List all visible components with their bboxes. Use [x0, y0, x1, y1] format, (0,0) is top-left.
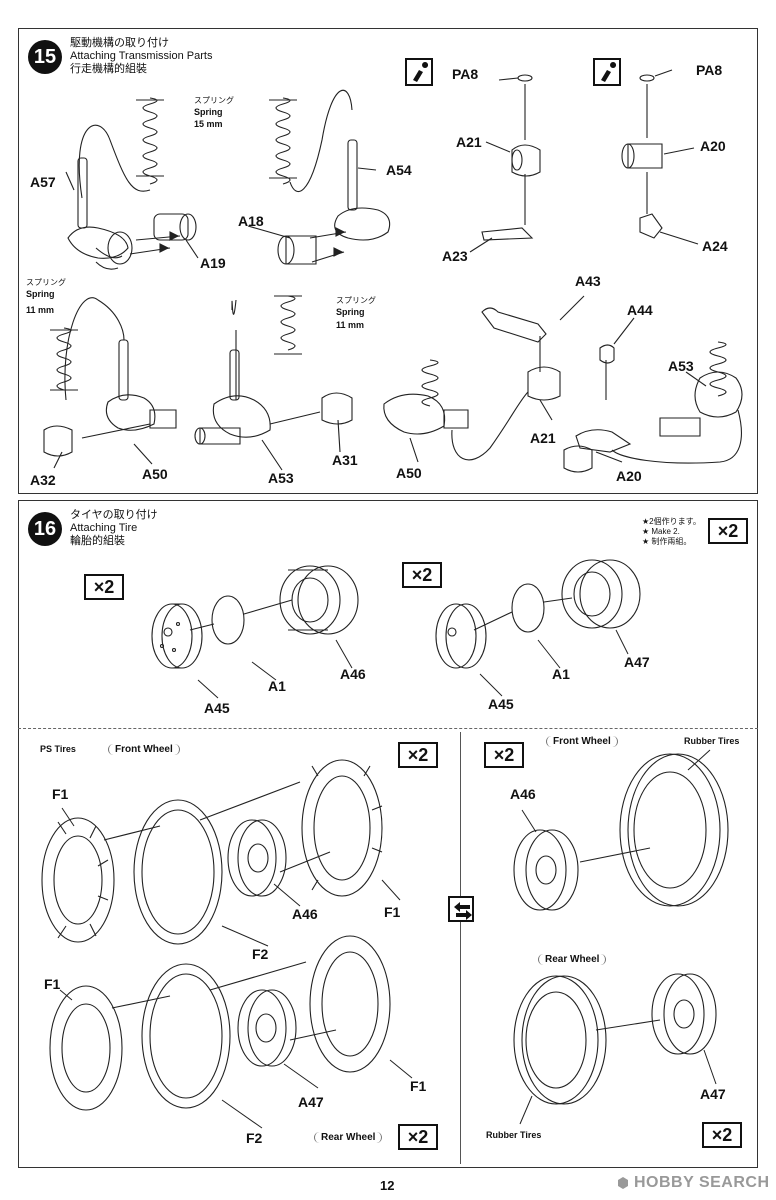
part-label: F1	[384, 904, 401, 920]
step-16-panel	[18, 500, 758, 1168]
step-16-divider-horizontal	[18, 728, 758, 729]
step-16-top-left-multiplier: ×2	[84, 574, 124, 600]
part-label: A20	[700, 138, 726, 154]
spring-note-left-jp: スプリング	[26, 278, 66, 287]
step-16-number: 16	[28, 512, 62, 546]
step-16-divider-vertical	[460, 732, 461, 1164]
part-label: A32	[30, 472, 56, 488]
step-16-multiplier: ×2	[708, 518, 748, 544]
watermark-text: HOBBY SEARCH	[634, 1174, 770, 1191]
spring-note-mid-size: 11 mm	[336, 320, 365, 330]
part-label: F2	[252, 946, 269, 962]
rubber-front-wheel-label: Front Wheel	[546, 736, 618, 747]
ps-rear-wheel-label: Rear Wheel	[314, 1132, 383, 1143]
spring-note-top-en: Spring	[194, 107, 223, 117]
step-15-panel	[18, 28, 758, 494]
spring-note-left-en: Spring	[26, 289, 55, 299]
part-label: PA8	[696, 62, 723, 78]
part-label: PA8	[452, 66, 479, 82]
step-16-top-right-multiplier: ×2	[402, 562, 442, 588]
step-16-note-en: ★ Make 2.	[642, 527, 680, 536]
spring-note-left-size: 11 mm	[26, 305, 55, 315]
ps-front-wheel-label: Front Wheel	[108, 744, 180, 755]
part-label: A43	[575, 273, 601, 289]
part-label: F2	[246, 1130, 263, 1146]
spring-note-mid-en: Spring	[336, 307, 365, 317]
rubber-rear-multiplier: ×2	[702, 1122, 742, 1148]
step-16-title-jp: タイヤの取り付け	[70, 509, 158, 521]
part-label: A46	[340, 666, 366, 682]
part-label: A46	[510, 786, 536, 802]
spring-note-top-size: 15 mm	[194, 119, 223, 129]
page-number: 12	[380, 1178, 395, 1193]
glue-icon	[405, 58, 433, 86]
part-label: A57	[30, 174, 56, 190]
ps-front-multiplier: ×2	[398, 742, 438, 768]
part-label: A21	[456, 134, 482, 150]
part-label: A31	[332, 452, 358, 468]
part-label: A53	[268, 470, 294, 486]
rubber-tires-label-bottom: Rubber Tires	[486, 1130, 542, 1140]
part-label: F1	[52, 786, 69, 802]
part-label: A23	[442, 248, 468, 264]
step-15-title-jp: 駆動機構の取り付け	[70, 37, 169, 49]
part-label: A18	[238, 213, 264, 229]
watermark-logo-icon	[616, 1176, 630, 1190]
ps-rear-multiplier: ×2	[398, 1124, 438, 1150]
step-15-number: 15	[28, 40, 62, 74]
part-label: A46	[292, 906, 318, 922]
part-label: A45	[488, 696, 514, 712]
part-label: A47	[700, 1086, 726, 1102]
part-label: A21	[530, 430, 556, 446]
part-label: A20	[616, 468, 642, 484]
spring-note-top-jp: スプリング	[194, 96, 234, 105]
swap-arrows-icon	[448, 896, 474, 922]
part-label: A47	[624, 654, 650, 670]
step-16-note-jp: ★2個作ります。	[642, 517, 701, 526]
part-label: F1	[410, 1078, 427, 1094]
part-label: A19	[200, 255, 226, 271]
part-label: A1	[268, 678, 286, 694]
part-label: A50	[142, 466, 168, 482]
step-16-note-cn: ★ 制作兩組。	[642, 537, 692, 546]
spring-note-mid-jp: スプリング	[336, 296, 376, 305]
rubber-tires-label-top: Rubber Tires	[684, 736, 740, 746]
part-label: A47	[298, 1094, 324, 1110]
step-15-title-en: Attaching Transmission Parts	[70, 50, 213, 62]
glue-icon	[593, 58, 621, 86]
part-label: A53	[668, 358, 694, 374]
part-label: A45	[204, 700, 230, 716]
ps-tires-heading: PS Tires	[40, 744, 76, 754]
part-label: A54	[386, 162, 412, 178]
part-label: A50	[396, 465, 422, 481]
step-15-title-cn: 行走機構的組裝	[70, 63, 147, 75]
step-16-title-cn: 輪胎的組裝	[70, 535, 125, 547]
part-label: A24	[702, 238, 728, 254]
rubber-front-multiplier: ×2	[484, 742, 524, 768]
part-label: F1	[44, 976, 61, 992]
part-label: A44	[627, 302, 653, 318]
step-16-title-en: Attaching Tire	[70, 522, 138, 534]
part-label: A1	[552, 666, 570, 682]
rubber-rear-wheel-label: Rear Wheel	[538, 954, 607, 965]
